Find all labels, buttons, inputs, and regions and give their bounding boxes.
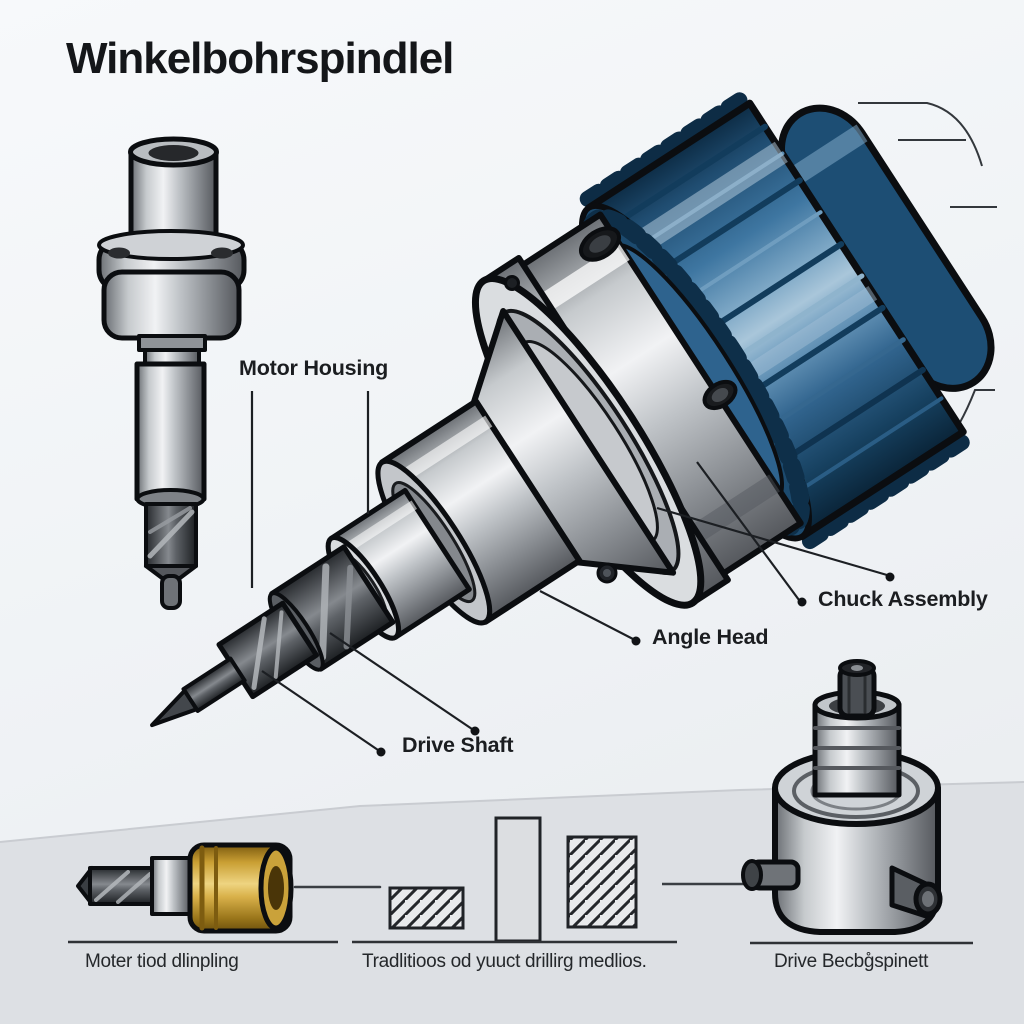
drive-head-illustration <box>741 659 943 935</box>
flange-bolt-hole-mid <box>702 379 738 411</box>
drill-bit <box>150 600 319 728</box>
left-spindle-illustration <box>96 136 247 610</box>
caption-bottom-middle: Tradlitioos od yuuct drillirg medlios. <box>362 951 647 972</box>
label-angle-head: Angle Head <box>652 625 769 649</box>
spindle-tip-pin <box>160 574 182 610</box>
flange-hole-right <box>211 247 233 259</box>
bars-pictogram <box>388 816 748 943</box>
spindle-bore <box>148 145 199 161</box>
collet-bore <box>268 866 284 910</box>
page-title: Winkelbohrspindlel <box>66 34 454 83</box>
label-chuck-assembly: Chuck Assembly <box>818 587 988 611</box>
flange-hole-left <box>108 247 130 259</box>
label-drive-shaft: Drive Shaft <box>402 733 514 757</box>
leader-lines <box>250 391 895 757</box>
drill-bit-collet-illustration <box>76 842 382 934</box>
label-motor-housing: Motor Housing <box>239 356 389 380</box>
flange-bolt-hole-top <box>579 226 621 262</box>
caption-bottom-left: Moter tiod dlinpling <box>85 951 239 972</box>
small-screw-upper <box>504 275 520 291</box>
caption-rules <box>68 940 973 945</box>
main-assembly-illustration <box>150 89 995 728</box>
caption-bottom-right: Drive Becbg̊spinett <box>774 951 929 972</box>
plain-bar-tall <box>494 816 542 943</box>
